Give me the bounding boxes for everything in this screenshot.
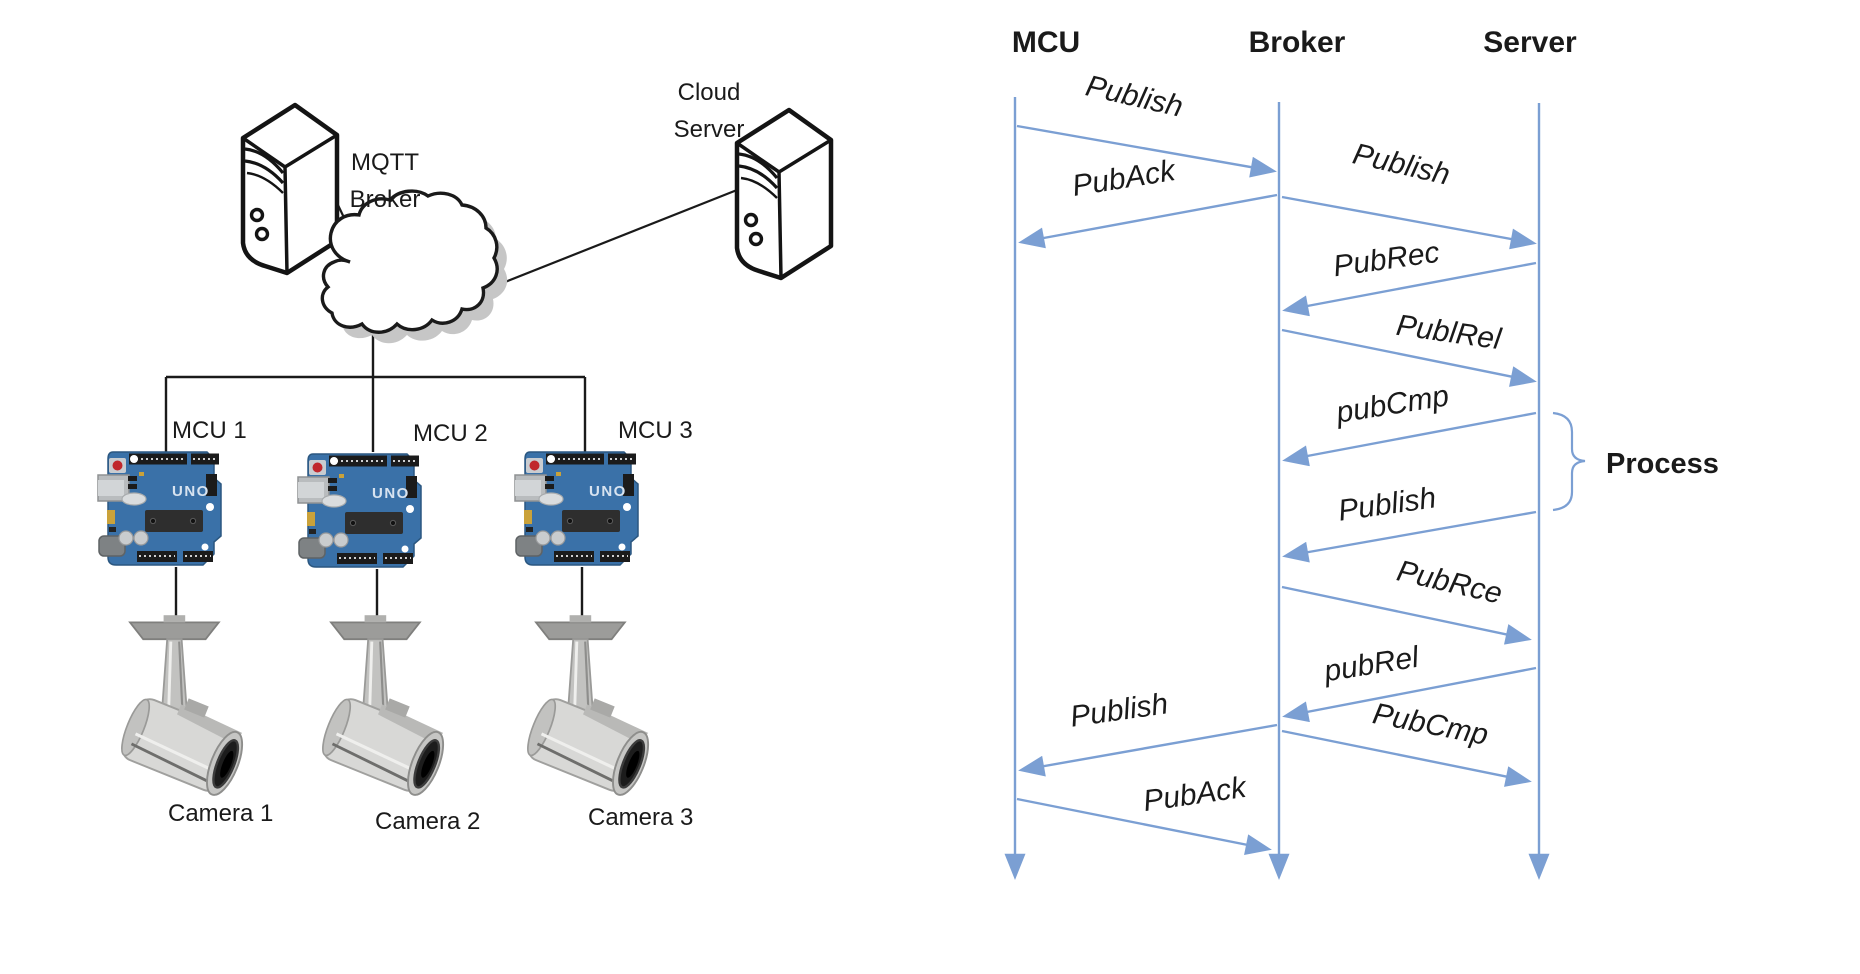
camera1-illustration [113, 613, 256, 802]
cloud-to-server-link [499, 188, 738, 286]
lifeline-label-server: Server [1483, 26, 1577, 59]
message-arrow-publish-1 [1016, 124, 1277, 178]
camera2-illustration [314, 613, 457, 802]
mqtt-broker-server-illustration [243, 105, 337, 273]
lifeline-label-mcu: MCU [1011, 26, 1081, 59]
process-label: Process [1606, 448, 1719, 480]
mqtt-broker-label-line2: Broker [349, 186, 421, 213]
mcu3-board-illustration [514, 451, 639, 566]
message-arrow-puback-2 [1016, 797, 1272, 855]
camera3-illustration [519, 613, 662, 802]
cloud-server-label: Cloud Server [654, 74, 764, 148]
message-arrow-pubrec [1282, 261, 1537, 317]
message-arrow-publrel [1281, 328, 1537, 387]
architecture-diagram: UNO UNO UNO [97, 105, 831, 802]
process-bracket [1552, 411, 1586, 512]
mcu2-label: MCU 2 [413, 420, 488, 447]
message-arrow-publish-4 [1018, 723, 1278, 777]
board2-uno-text: UNO [372, 485, 410, 502]
mcu3-label: MCU 3 [618, 417, 693, 444]
mqtt-broker-label: MQTT Broker [330, 144, 440, 218]
cloud-illustration [320, 189, 508, 344]
message-arrow-pubrel [1282, 666, 1537, 723]
sequence-diagram [1004, 97, 1586, 880]
message-arrow-pubcmp-1 [1282, 411, 1537, 467]
cloud-server-label-line1: Cloud [677, 79, 741, 106]
mqtt-broker-label-line1: MQTT [351, 149, 419, 176]
board3-uno-text: UNO [589, 483, 627, 500]
message-arrow-pubcmp-2 [1281, 729, 1532, 787]
cloud-server-label-line2: Server [673, 116, 745, 143]
mcu1-board-illustration [97, 451, 222, 566]
mcu1-label: MCU 1 [172, 417, 247, 444]
message-arrow-puback-1 [1018, 193, 1278, 249]
lifeline-label-broker: Broker [1248, 26, 1346, 59]
message-arrow-publish-2 [1281, 195, 1537, 250]
mcu2-board-illustration [297, 453, 422, 568]
camera3-label: Camera 3 [588, 804, 694, 831]
camera1-label: Camera 1 [168, 800, 274, 827]
camera2-label: Camera 2 [375, 808, 481, 835]
message-arrow-pubrce [1281, 585, 1532, 645]
board1-uno-text: UNO [172, 483, 210, 500]
message-arrow-publish-3 [1282, 510, 1537, 563]
